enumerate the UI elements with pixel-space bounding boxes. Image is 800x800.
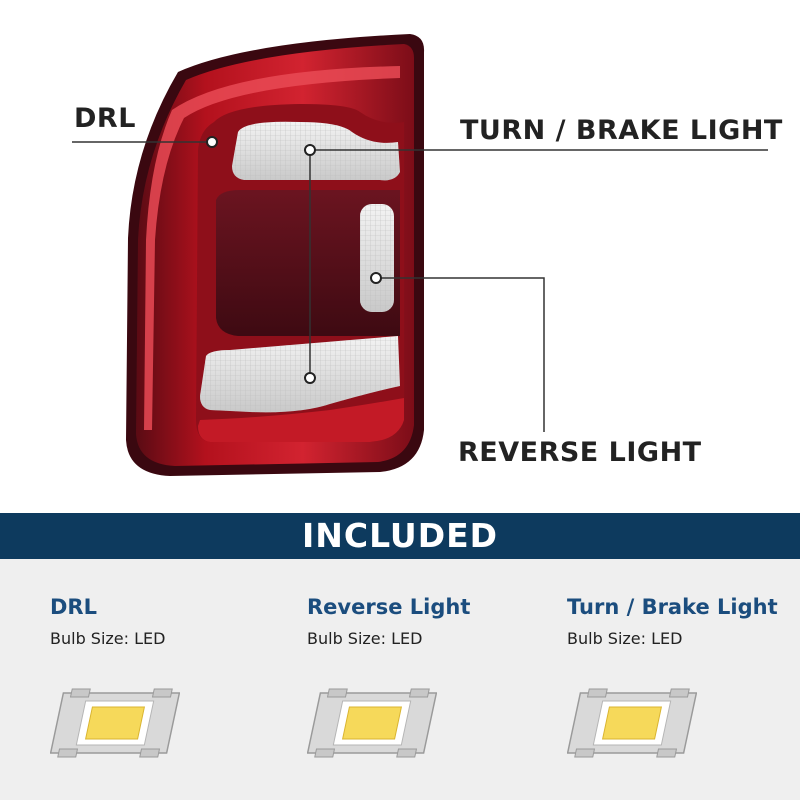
led-chip-icon [567,688,697,758]
reverse-callout-line [376,277,545,432]
drl-dot [206,136,218,148]
included-section: DRL Bulb Size: LED Reverse Light Bulb Si… [0,559,800,800]
item-title: DRL [50,595,97,619]
included-item-turn-brake: Turn / Brake Light Bulb Size: LED [567,559,800,800]
included-item-drl: DRL Bulb Size: LED [50,559,300,800]
led-chip-icon [50,688,180,758]
callout-label-reverse: REVERSE LIGHT [458,437,702,468]
item-title: Reverse Light [307,595,471,619]
included-title: INCLUDED [301,516,499,555]
item-subtitle: Bulb Size: LED [567,629,683,648]
callout-label-drl: DRL [74,103,136,134]
turn-brake-dot-top [304,144,316,156]
callout-label-turn-brake: TURN / BRAKE LIGHT [460,115,783,146]
reverse-dot [370,272,382,284]
item-title: Turn / Brake Light [567,595,778,619]
included-item-reverse: Reverse Light Bulb Size: LED [307,559,557,800]
tail-light-illustration [72,34,768,476]
product-image-area: DRL TURN / BRAKE LIGHT REVERSE LIGHT [72,34,783,476]
led-chip-icon [307,688,437,758]
lamp-dark-center [216,190,400,336]
item-subtitle: Bulb Size: LED [50,629,166,648]
item-subtitle: Bulb Size: LED [307,629,423,648]
included-banner: INCLUDED [0,513,800,559]
turn-brake-dot-bottom [304,372,316,384]
